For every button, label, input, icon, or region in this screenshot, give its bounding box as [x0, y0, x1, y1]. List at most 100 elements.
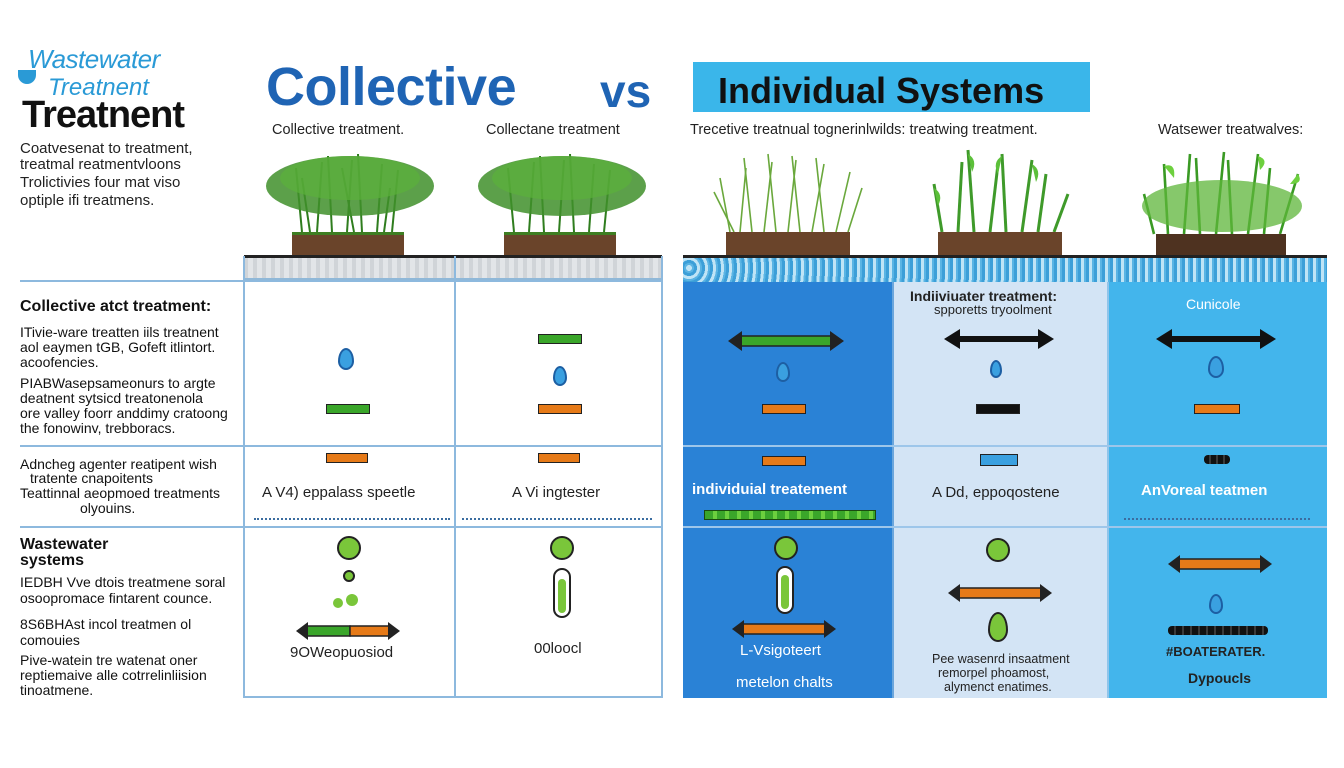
cell-label: Dypoucls: [1188, 670, 1252, 686]
title-highlight: [693, 62, 1090, 112]
row-text: aol eaymen tGB, Gofeft itlintort.: [20, 339, 216, 355]
row-text: 8S6BHAst incol treatmen ol: [20, 616, 192, 632]
gravel-layer: [244, 258, 662, 280]
grid-line: [892, 282, 894, 698]
row-text: acoofencies.: [20, 354, 99, 370]
grid-line: [683, 526, 1327, 528]
cell-title: Cunicole: [1186, 296, 1241, 312]
water-drop-icon: [776, 362, 790, 382]
logo-title: Treatnent: [22, 94, 185, 136]
cell-label: individuial treatement: [692, 481, 848, 498]
double-arrow-icon: [1168, 555, 1272, 573]
plant-label: Trecetive treatnual tognerinlwilds: trea…: [690, 122, 1038, 138]
row-heading: systems: [20, 552, 85, 569]
grid-line: [244, 696, 662, 698]
row-text: Teattinnal aeopmoed treatments: [20, 485, 221, 501]
cell-label: 00loocl: [534, 640, 582, 657]
black-bar: [976, 404, 1020, 414]
orange-bar: [538, 404, 582, 414]
row-text: the fonowinv, trebboracs.: [20, 420, 176, 436]
cell-label: A Dd, eppoqostene: [932, 484, 1060, 501]
dotted-line: [1124, 518, 1310, 520]
row-text: olyouins.: [80, 500, 136, 516]
plant-label: Watsewer treatwalves:: [1158, 122, 1304, 138]
row-text: IEDBH Vve dtois treatmene soral: [20, 574, 226, 590]
water-drop-icon: [338, 348, 354, 370]
green-bubble-icon: [550, 536, 574, 560]
title-individual: Individual Systems: [718, 70, 1045, 111]
row-text: deatnent sytsicd treatonenola: [20, 390, 203, 406]
capsule-icon: [553, 568, 571, 618]
double-arrow-icon: [728, 331, 844, 351]
green-drop-icon: [988, 612, 1008, 642]
orange-bar: [762, 404, 806, 414]
green-dashed-bar: [704, 510, 876, 520]
grid-line: [1107, 282, 1109, 698]
row-text: tinoatmene.: [20, 682, 94, 698]
cell-label: A Vi ingtester: [512, 484, 601, 501]
grid-line: [683, 445, 1327, 447]
green-bubble-icon: [346, 594, 358, 606]
grid-line: [20, 526, 662, 528]
grid-line: [243, 256, 245, 698]
row-text: ore valley foorr anddimy cratoong: [20, 405, 228, 421]
cell-label: metelon chalts: [736, 674, 833, 691]
dotted-line: [462, 518, 652, 520]
title-collective: Collective: [266, 57, 517, 117]
row-text: osoopromace fintarent counce.: [20, 590, 213, 606]
intro-line: optiple ifi treatmens.: [20, 192, 155, 209]
cell-text: remorpel phoamost,: [938, 666, 1050, 680]
cell-label: 9OWeopuosiod: [290, 644, 394, 661]
black-chain-icon: [1204, 455, 1230, 464]
cell-label: A V4) eppalass speetle: [262, 484, 416, 501]
water-drop-icon: [18, 70, 36, 84]
water-drop-icon: [990, 360, 1002, 378]
green-bubble-icon: [337, 536, 361, 560]
row-text: tratente cnapoitents: [30, 470, 153, 486]
logo-line2: Treatnent: [48, 74, 149, 101]
cell-text: Pee wasenrd insaatment: [932, 652, 1070, 666]
grass-plant-icon: [713, 153, 863, 256]
plant-label: Collectane treatment: [486, 122, 620, 138]
green-bar: [538, 334, 582, 344]
row-text: PIABWasepsameonurs to argte: [20, 375, 216, 391]
grass-plant-icon: [478, 153, 646, 256]
ground-line: [244, 255, 662, 258]
grid-line: [20, 445, 662, 447]
water-drop-icon: [1209, 594, 1223, 614]
title-vs: vs: [600, 65, 652, 117]
water-drop-icon: [553, 366, 567, 386]
green-bubble-icon: [774, 536, 798, 560]
grass-plant-icon: [1142, 151, 1302, 262]
orange-bar: [1194, 404, 1240, 414]
double-arrow-icon: [732, 620, 836, 638]
row-heading: Collective atct treatment:: [20, 298, 212, 315]
grass-plant-icon: [932, 149, 1070, 256]
cell-subtitle: spporetts tryoolment: [934, 302, 1052, 317]
water-drop-icon: [1208, 356, 1224, 378]
orange-bar: [538, 453, 580, 463]
row-text: Adncheg agenter reatipent wish: [20, 456, 217, 472]
orange-bar: [326, 453, 368, 463]
cell-label: AnVoreal teatmen: [1141, 482, 1268, 499]
logo-line1: Wastewater: [28, 44, 160, 74]
row-text: comouies: [20, 632, 80, 648]
grid-line: [454, 256, 456, 698]
double-arrow-icon: [1156, 329, 1276, 349]
green-bar: [326, 404, 370, 414]
row-text: ITivie-ware treatten iils treatnent: [20, 324, 219, 340]
capsule-icon: [776, 566, 794, 614]
cell-label: L-Vsigoteert: [740, 642, 821, 659]
double-arrow-icon: [948, 584, 1052, 602]
double-arrow-icon: [944, 329, 1054, 349]
black-chain-icon: [1168, 626, 1268, 635]
green-bubble-icon: [343, 570, 355, 582]
double-arrow-icon: [296, 622, 400, 640]
cell-label: #BOATERATER.: [1166, 644, 1266, 659]
ground-line: [683, 255, 1327, 258]
orange-bar: [762, 456, 806, 466]
row-text: Pive-watein tre watenat oner: [20, 652, 198, 668]
grass-plant-icon: [266, 153, 434, 256]
intro-line: treatmal reatmentvloons: [20, 156, 181, 173]
intro-line: Coatvesenat to treatment,: [20, 140, 193, 157]
